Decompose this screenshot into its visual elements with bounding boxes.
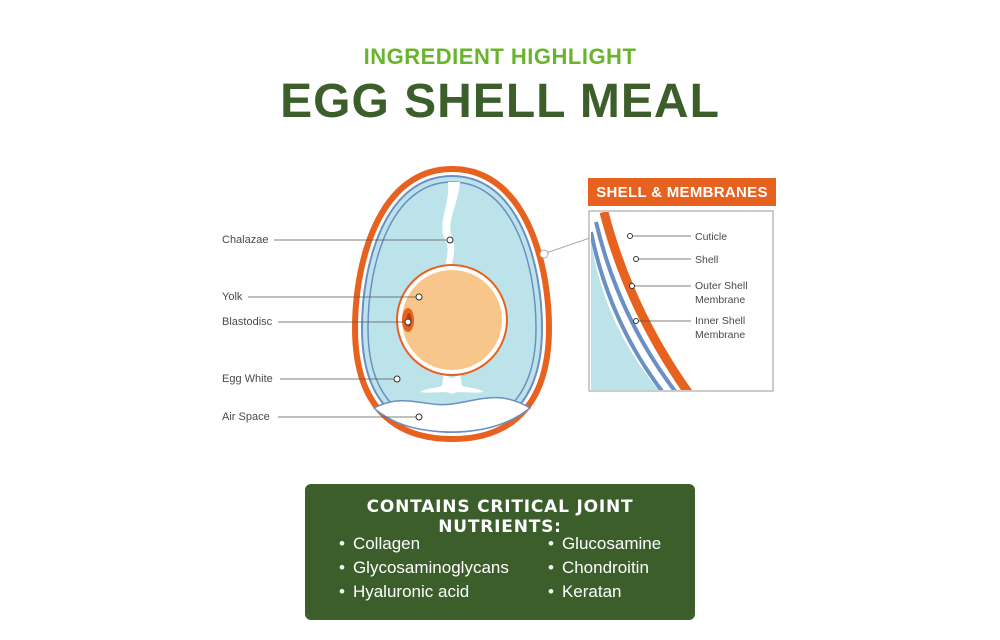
dot-yolk xyxy=(415,293,423,301)
label-blastodisc: Blastodisc xyxy=(222,316,273,328)
list-item: Chondroitin xyxy=(548,556,661,580)
zoom-outer-membrane xyxy=(594,221,677,390)
label-air-space: Air Space xyxy=(222,411,270,423)
nutrients-list-right: Glucosamine Chondroitin Keratan xyxy=(548,532,661,604)
label-outer-membrane-2: Membrane xyxy=(695,294,745,306)
zoom-inner-membrane xyxy=(591,231,664,390)
dot-blastodisc xyxy=(404,318,412,326)
nutrients-heading: CONTAINS CRITICAL JOINT NUTRIENTS: xyxy=(366,497,634,537)
yolk xyxy=(402,270,502,370)
label-inner-membrane-1: Inner Shell xyxy=(695,315,745,327)
dot-chalazae xyxy=(446,236,454,244)
dot-air-space xyxy=(415,413,423,421)
shell-panel-header-bg xyxy=(588,178,776,206)
shell-panel-title: SHELL & MEMBRANES xyxy=(596,183,768,201)
label-cuticle: Cuticle xyxy=(695,231,727,243)
nutrients-panel: CONTAINS CRITICAL JOINT NUTRIENTS: Colla… xyxy=(305,484,695,620)
zoom-connector xyxy=(545,237,591,254)
list-item: Collagen xyxy=(339,532,509,556)
dot-shell xyxy=(633,256,639,262)
zoom-point xyxy=(539,249,549,259)
list-item: Keratan xyxy=(548,580,661,604)
chalazae xyxy=(442,182,460,272)
dot-outer-membrane xyxy=(629,283,635,289)
list-item: Glycosaminoglycans xyxy=(339,556,509,580)
zoom-white xyxy=(591,240,659,390)
nutrients-list-left: Collagen Glycosaminoglycans Hyaluronic a… xyxy=(339,532,509,604)
label-outer-membrane-1: Outer Shell xyxy=(695,280,748,292)
chalazae-lower xyxy=(420,372,484,394)
dot-inner-membrane xyxy=(633,318,639,324)
eyebrow-heading: INGREDIENT HIGHLIGHT xyxy=(363,44,637,69)
label-egg-white: Egg White xyxy=(222,373,273,385)
label-yolk: Yolk xyxy=(222,291,243,303)
label-shell: Shell xyxy=(695,254,718,266)
air-space xyxy=(372,396,532,433)
shell-cross-section xyxy=(591,212,692,390)
dot-egg-white xyxy=(393,375,401,383)
list-item: Hyaluronic acid xyxy=(339,580,509,604)
zoom-shell xyxy=(599,212,692,390)
label-chalazae: Chalazae xyxy=(222,234,268,246)
page-title: EGG SHELL MEAL xyxy=(280,75,720,128)
list-item: Glucosamine xyxy=(548,532,661,556)
label-inner-membrane-2: Membrane xyxy=(695,329,745,341)
dot-cuticle xyxy=(627,233,633,239)
